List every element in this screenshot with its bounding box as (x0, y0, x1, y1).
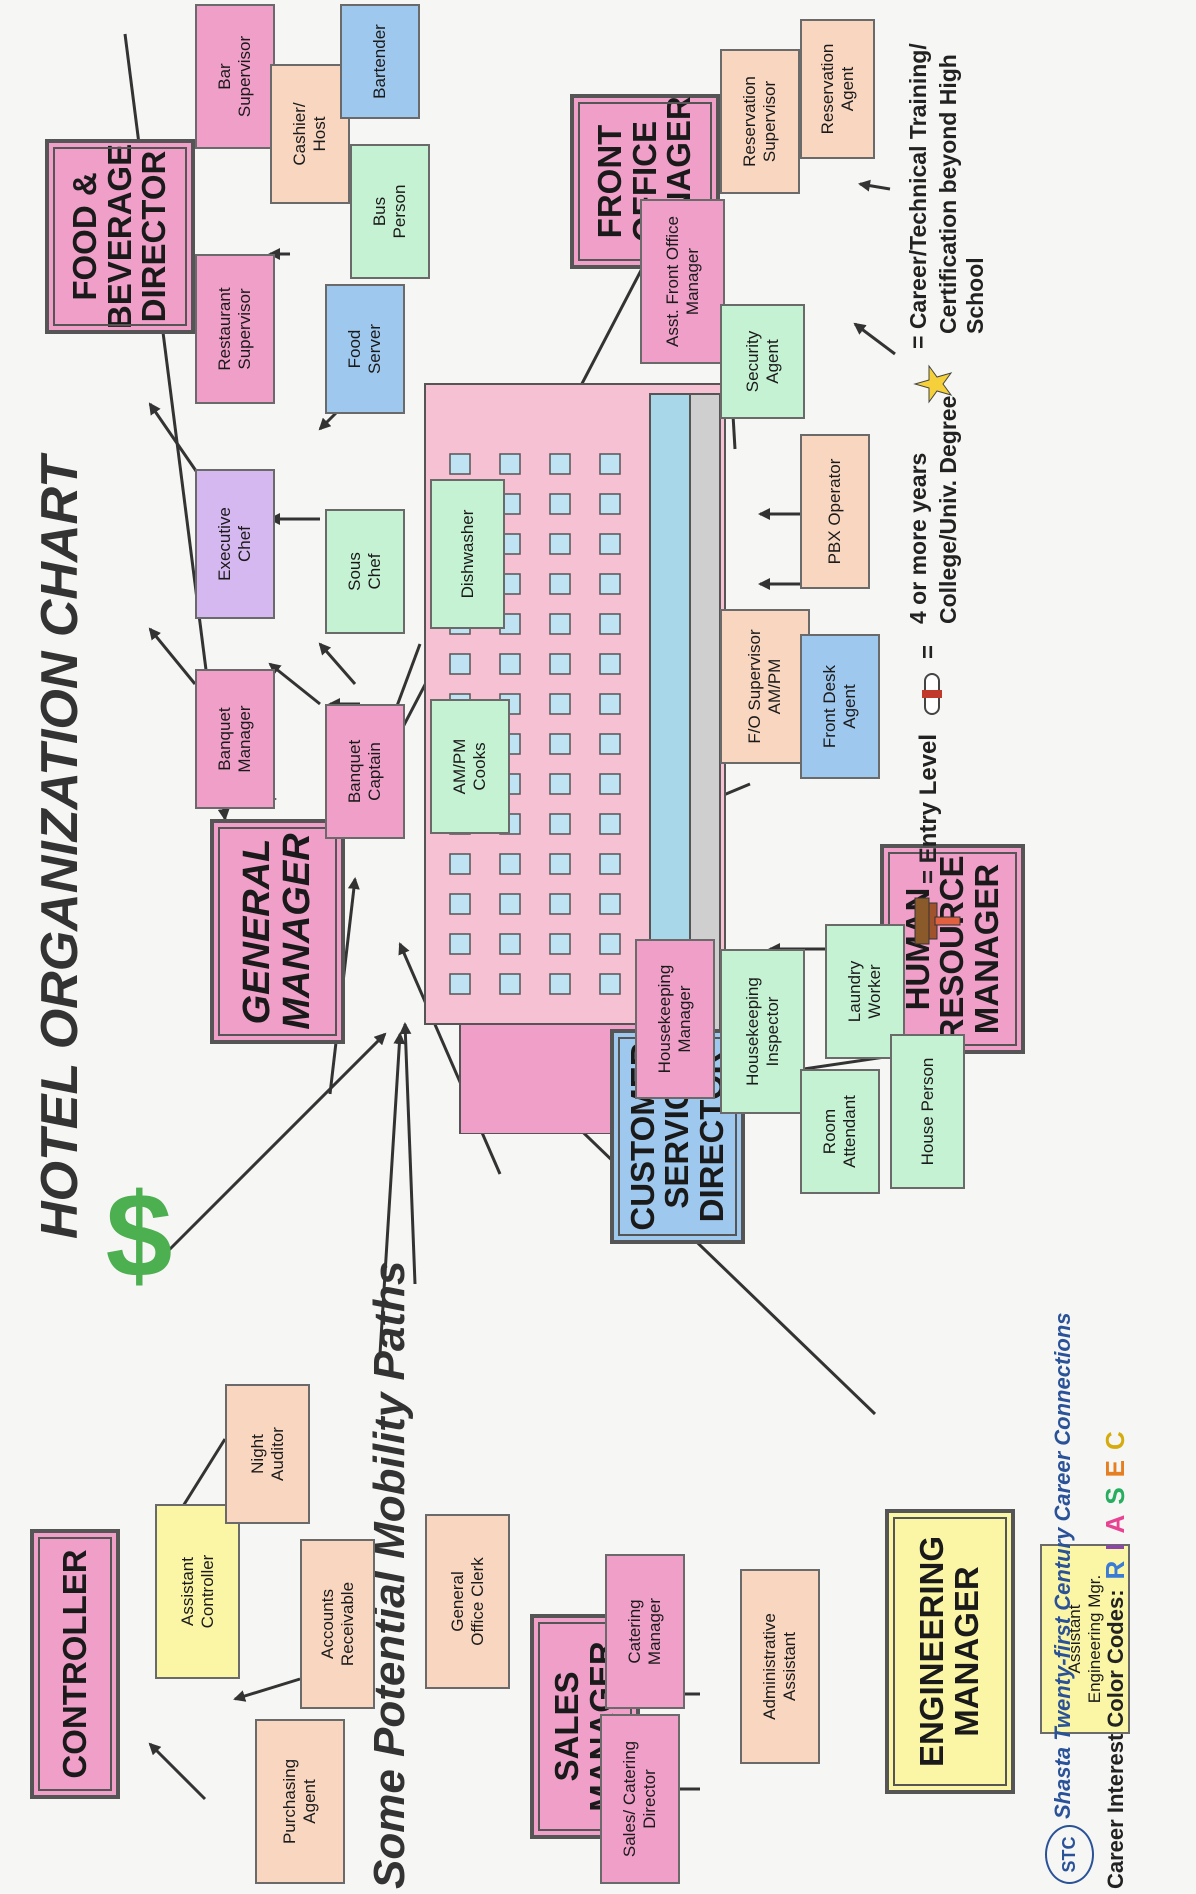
dishwasher-box: Dishwasher (430, 479, 505, 629)
bar-supervisor-box: Bar Supervisor (195, 4, 275, 149)
reservation-agent-box: Reservation Agent (800, 19, 875, 159)
entry-level-icon (914, 897, 961, 945)
stc-logo: STC (1045, 1825, 1094, 1884)
house-person-box: House Person (890, 1034, 965, 1189)
assistant-controller-box: Assistant Controller (155, 1504, 240, 1679)
housekeeping-inspector-box: Housekeeping Inspector (720, 949, 805, 1114)
code-i: I (1100, 1543, 1130, 1551)
legend-career-line2: Certification beyond High School (935, 54, 988, 334)
path-arrow (148, 1742, 207, 1801)
food-server-box: Food Server (325, 284, 405, 414)
administrative-assistant-box: Administrative Assistant (740, 1569, 820, 1764)
night-auditor-box: Night Auditor (225, 1384, 310, 1524)
path-arrow (318, 642, 357, 685)
code-a: A (1100, 1514, 1130, 1534)
bartender-box: Bartender (340, 4, 420, 119)
general-office-clerk-box: General Office Clerk (425, 1514, 510, 1689)
diploma-icon (922, 673, 942, 715)
path-arrow (163, 1032, 387, 1256)
purchasing-agent-box: Purchasing Agent (255, 1719, 345, 1884)
path-arrow (378, 1032, 406, 1355)
shooting-star-icon (913, 364, 953, 404)
legend-degree-line1: 4 or more years (905, 452, 931, 624)
path-arrow (148, 627, 197, 685)
legend-career-line1: = Career/Technical Training/ (905, 43, 931, 349)
footer-codes-label: Career Interest Color Codes: (1102, 1589, 1128, 1889)
path-arrow (858, 179, 891, 192)
engineering-manager-box: ENGINEERING MANAGER (885, 1509, 1015, 1794)
path-arrow (399, 1022, 417, 1285)
am-pm-cooks-box: AM/PM Cooks (430, 699, 510, 834)
code-e: E (1100, 1459, 1130, 1478)
code-c: C (1100, 1431, 1130, 1450)
bus-person-box: Bus Person (350, 144, 430, 279)
security-agent-box: Security Agent (720, 304, 805, 419)
accounts-receivable-box: Accounts Receivable (300, 1539, 375, 1709)
dollar-sign-icon: $ (105, 1168, 173, 1303)
path-arrow (398, 942, 502, 1175)
asst-front-office-manager-box: Asst. Front Office Manager (640, 199, 725, 364)
food-beverage-director-box: FOOD & BEVERAGE DIRECTOR (45, 139, 195, 334)
cashier-host-box: Cashier/ Host (270, 64, 350, 204)
footer-org-name: Shasta Twenty-first Century Career Conne… (1050, 1312, 1075, 1819)
general-manager-box: GENERAL MANAGER (210, 819, 345, 1044)
pbx-operator-box: PBX Operator (800, 434, 870, 589)
controller-box: CONTROLLER (30, 1529, 120, 1799)
path-arrow (233, 1677, 301, 1702)
chart-title: HOTEL ORGANIZATION CHART (31, 456, 89, 1239)
sales-catering-director-box: Sales/ Catering Director (600, 1714, 680, 1884)
catering-manager-box: Catering Manager (605, 1554, 685, 1709)
banquet-manager-box: Banquet Manager (195, 669, 275, 809)
front-desk-agent-box: Front Desk Agent (800, 634, 880, 779)
footer-color-codes: Career Interest Color Codes: R I A S E C (1100, 1431, 1131, 1889)
reservation-supervisor-box: Reservation Supervisor (720, 49, 800, 194)
room-attendant-box: Room Attendant (800, 1069, 880, 1194)
path-arrow (268, 662, 321, 706)
restaurant-supervisor-box: Restaurant Supervisor (195, 254, 275, 404)
path-arrow (853, 322, 896, 356)
banquet-captain-box: Banquet Captain (325, 704, 405, 839)
legend-degree-line2: College/Univ. Degree (935, 395, 961, 624)
housekeeping-manager-box: Housekeeping Manager (635, 939, 715, 1099)
code-r: R (1100, 1560, 1130, 1580)
fo-supervisor-box: F/O Supervisor AM/PM (720, 609, 810, 764)
sous-chef-box: Sous Chef (325, 509, 405, 634)
executive-chef-box: Executive Chef (195, 469, 275, 619)
code-s: S (1100, 1487, 1130, 1505)
legend-entry-level: = Entry Level (915, 733, 942, 884)
legend-degree-equals: = (915, 644, 942, 659)
